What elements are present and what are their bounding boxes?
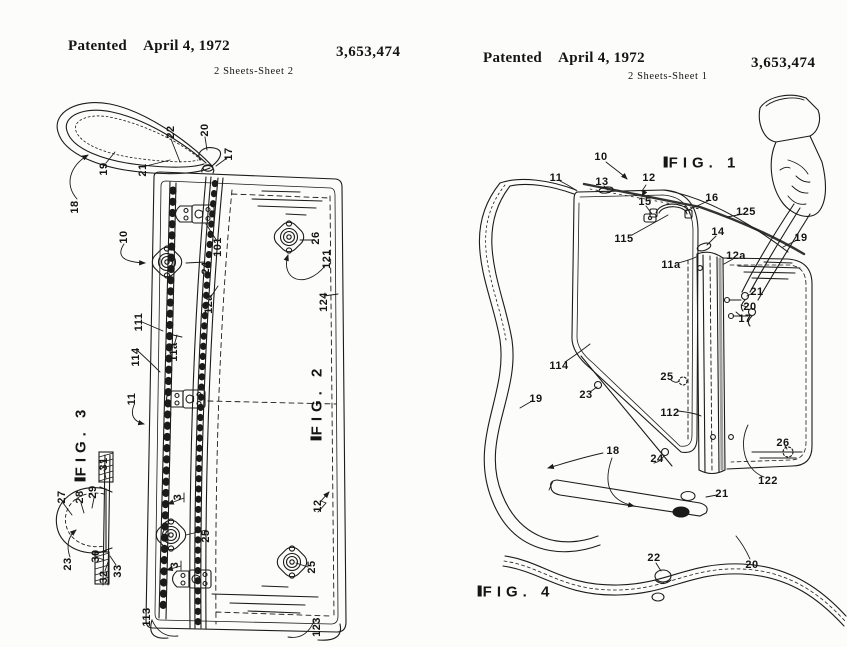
ref-numeral-30: 30 — [90, 549, 102, 562]
ref-numeral-14: 14 — [711, 226, 724, 238]
ref-numeral-3: 3 — [172, 494, 184, 501]
ref-numeral-24: 24 — [200, 261, 212, 274]
ref-numeral-22: 22 — [647, 552, 660, 564]
ref-numeral-25: 25 — [660, 371, 673, 383]
ref-numeral-11a: 11a — [168, 342, 180, 361]
figure-label: FIG. 3 — [73, 405, 90, 482]
ref-numeral-32: 32 — [98, 570, 110, 583]
ref-numeral-20: 20 — [199, 123, 211, 136]
ref-numeral-20: 20 — [745, 559, 758, 571]
ref-numeral-113: 113 — [141, 607, 153, 626]
ref-numeral-25: 25 — [306, 560, 318, 573]
ref-numeral-20: 20 — [743, 301, 756, 313]
ref-numeral-18: 18 — [606, 445, 619, 457]
ref-numeral-112: 112 — [660, 407, 679, 419]
ref-numeral-123: 123 — [311, 617, 323, 637]
ref-numeral-29: 29 — [87, 485, 99, 498]
ref-numeral-11: 11 — [550, 172, 563, 184]
ref-numeral-18: 18 — [69, 200, 81, 213]
ref-numeral-111: 111 — [133, 313, 145, 332]
fig4-drawing — [503, 453, 846, 626]
ref-numeral-10: 10 — [594, 151, 607, 163]
ref-numeral-10: 10 — [118, 230, 130, 243]
ref-numeral-17: 17 — [223, 147, 235, 160]
ref-numeral-27: 27 — [56, 490, 68, 503]
ref-numeral-12: 12 — [312, 499, 324, 512]
ref-numeral-23: 23 — [579, 389, 592, 401]
figure-label: FIG. 4 — [478, 584, 555, 601]
ref-numeral-26: 26 — [310, 231, 322, 244]
ref-numeral-12a: 12a — [203, 294, 215, 314]
ref-numeral-114: 114 — [130, 347, 142, 366]
ref-numeral-28: 28 — [74, 490, 86, 503]
figure-label: FIG. 2 — [309, 364, 326, 441]
ref-numeral-11a: 11a — [661, 259, 680, 271]
figure-label: FIG. 1 — [664, 155, 741, 172]
ref-numeral-24: 24 — [650, 453, 663, 465]
ref-numeral-31: 31 — [98, 457, 110, 470]
ref-numeral-22: 22 — [165, 125, 177, 138]
ref-numeral-101: 101 — [212, 237, 224, 257]
ref-numeral-122: 122 — [758, 475, 778, 487]
ref-numeral-21: 21 — [137, 163, 149, 176]
ref-numeral-23: 23 — [62, 557, 74, 570]
ref-numeral-21: 21 — [750, 286, 763, 298]
ref-numeral-121: 121 — [321, 249, 333, 269]
ref-numeral-3: 3 — [169, 562, 181, 569]
ref-numeral-115: 115 — [614, 233, 633, 245]
ref-numeral-12: 12 — [642, 172, 655, 184]
ref-numeral-125: 125 — [736, 206, 756, 218]
ref-numeral-11: 11 — [126, 393, 138, 406]
ref-numeral-12a: 12a — [726, 250, 746, 262]
ref-numeral-16: 16 — [705, 192, 718, 204]
ref-numeral-19: 19 — [98, 162, 110, 175]
ref-numeral-25: 25 — [200, 529, 212, 542]
ref-numeral-26: 26 — [776, 437, 789, 449]
ref-numeral-114: 114 — [549, 360, 568, 372]
ref-numeral-33: 33 — [112, 564, 124, 577]
ref-numeral-19: 19 — [529, 393, 542, 405]
ref-numeral-21: 21 — [715, 488, 728, 500]
ref-numeral-13: 13 — [595, 176, 608, 188]
ref-numeral-124: 124 — [318, 292, 330, 312]
ref-numeral-15: 15 — [638, 196, 651, 208]
ref-numeral-17: 17 — [738, 313, 751, 325]
ref-numeral-19: 19 — [794, 232, 807, 244]
